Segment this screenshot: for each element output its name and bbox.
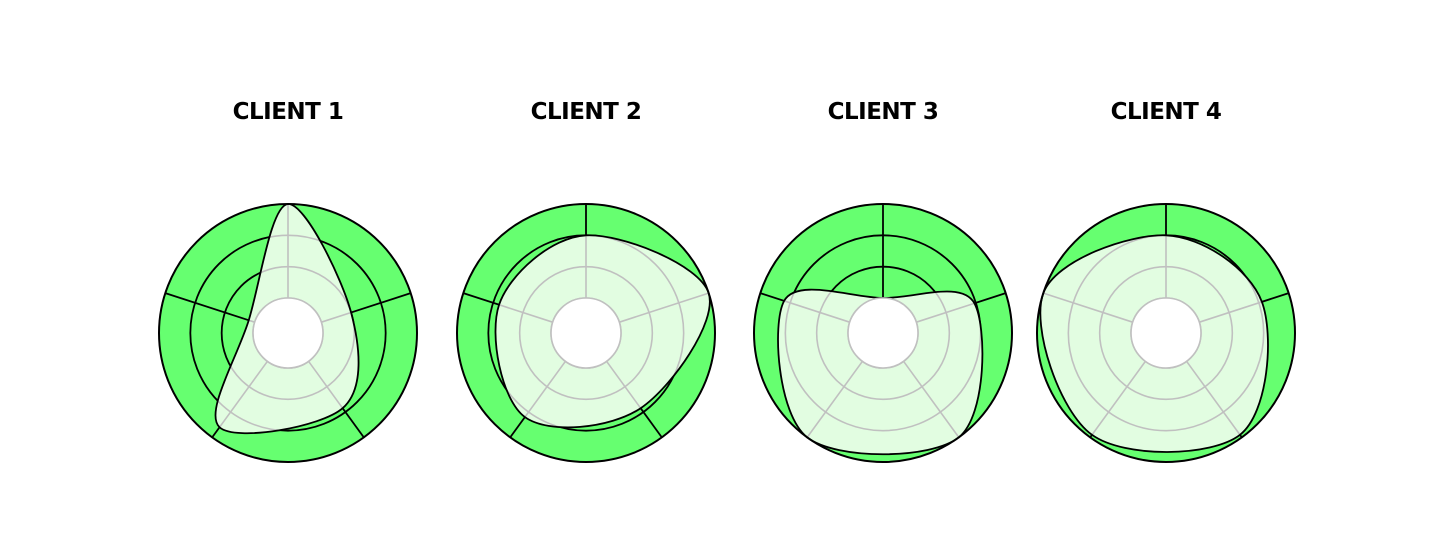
radar-area-outline [214, 203, 360, 435]
radar-outer-border [1036, 203, 1296, 463]
segment-spoke [619, 292, 709, 324]
radar-chart-1 [158, 203, 418, 463]
radar-chart-2 [456, 203, 716, 463]
radar-outer-border [158, 203, 418, 463]
chart-title-client-4: CLIENT 4 [1111, 99, 1222, 125]
segment-spoke [1185, 360, 1243, 438]
radar-outer-border [456, 203, 716, 463]
segment-spoke [916, 292, 1006, 324]
radar-area-outline [1039, 234, 1269, 453]
radar-area-outline [777, 288, 984, 456]
segment-spoke [1199, 292, 1289, 324]
radar-center-hole [1130, 297, 1202, 369]
radar-center-hole [847, 297, 919, 369]
radar-chart-3 [753, 203, 1013, 463]
segment-spoke [509, 360, 567, 438]
chart-title-client-1: CLIENT 1 [233, 99, 344, 125]
segment-spoke [806, 360, 864, 438]
radar-area-outline [494, 234, 711, 429]
radar-grid-outside [165, 204, 411, 438]
segment-spoke [605, 360, 663, 438]
segment-spoke [463, 292, 553, 324]
segment-spoke [321, 292, 411, 324]
radar-center-hole [550, 297, 622, 369]
chart-title-client-2: CLIENT 2 [531, 99, 642, 125]
radar-outer-border [753, 203, 1013, 463]
segment-spoke [760, 292, 850, 324]
radar-grid-outside [760, 204, 1006, 438]
segment-spoke [1043, 292, 1133, 324]
segment-spoke [165, 292, 255, 324]
segment-spoke [902, 360, 960, 438]
chart-title-client-3: CLIENT 3 [828, 99, 939, 125]
radar-area [778, 289, 983, 455]
segment-spoke [1089, 360, 1147, 438]
segment-spoke [307, 360, 365, 438]
segment-spoke [211, 360, 269, 438]
radar-center-hole [252, 297, 324, 369]
radar-grid-outside [1043, 204, 1289, 438]
radar-chart-4 [1036, 203, 1296, 463]
